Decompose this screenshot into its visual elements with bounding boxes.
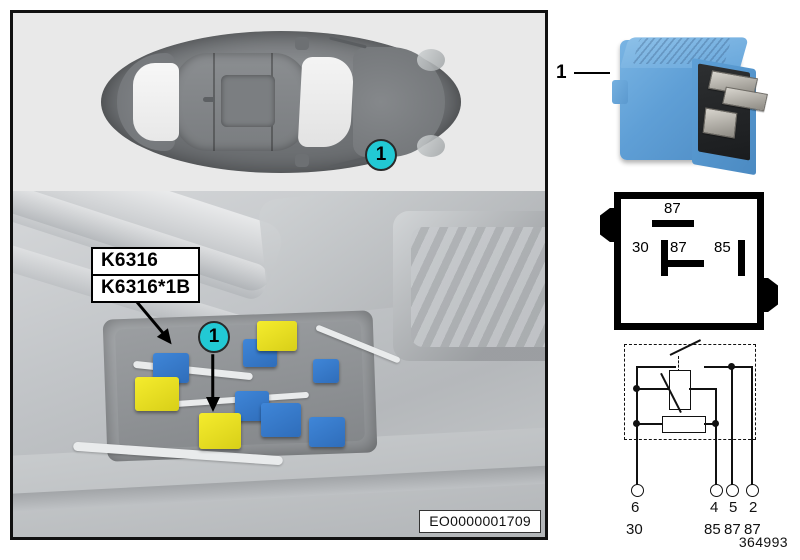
- resistor-icon: [662, 416, 706, 433]
- door-handle: [203, 97, 215, 102]
- relay-blade-terminal: [702, 107, 738, 139]
- vehicle-top-view-photo: 1: [13, 13, 545, 191]
- relay-module-yellow: [135, 377, 179, 411]
- schematic-wire: [731, 366, 733, 485]
- schematic-wire: [715, 423, 717, 485]
- marker-label: 1: [375, 144, 387, 165]
- schematic-junction: [712, 420, 719, 427]
- relay-module-yellow: [257, 321, 297, 351]
- schematic-wire: [636, 366, 638, 440]
- footprint-pin-label-left: 30: [632, 239, 649, 256]
- component-label-line2: K6316*1B: [101, 277, 191, 298]
- marker-circle-icon: 1: [198, 321, 230, 353]
- schematic-pin-number: 4: [710, 499, 719, 516]
- schematic-pin-number: 2: [749, 499, 758, 516]
- engine-cover-ribs: [411, 227, 545, 347]
- relay-coil-icon: [669, 370, 691, 410]
- part-number-plate: EO0000001709: [419, 510, 541, 533]
- relay-module-blue: [309, 417, 345, 447]
- headlight: [417, 49, 445, 71]
- relay-module-blue: [313, 359, 339, 383]
- schematic-pin-number: 5: [729, 499, 738, 516]
- side-mirror-right: [295, 154, 309, 167]
- callout-marker-engine[interactable]: 1: [198, 321, 230, 353]
- schematic-terminal: [726, 484, 739, 497]
- switch-actuator-dotted: [678, 356, 679, 372]
- relay-callout-leader-line: [574, 72, 610, 74]
- schematic-wire: [751, 366, 753, 485]
- schematic-pin-number: 6: [631, 499, 640, 516]
- marker-circle-icon: 1: [365, 139, 397, 171]
- right-column: 1 87 30 87 85: [556, 0, 800, 560]
- callout-marker-vehicle[interactable]: 1: [365, 139, 397, 171]
- relay-callout-number: 1: [556, 62, 567, 83]
- photo-panel: 1 1: [10, 10, 548, 540]
- schematic-wire: [636, 423, 663, 425]
- figure-id-number: 364993: [738, 534, 788, 550]
- schematic-pin-designation: 87: [744, 521, 761, 538]
- schematic-terminal: [631, 484, 644, 497]
- relay-circuit-schematic: 6 4 5 2 30 85 87 87: [614, 339, 766, 538]
- schematic-wire: [636, 366, 676, 368]
- rear-windshield: [133, 63, 179, 141]
- schematic-pin-designation: 87: [724, 521, 741, 538]
- footprint-pin-bar-left: [661, 240, 668, 276]
- footprint-pin-bar-right: [738, 240, 745, 276]
- footprint-pin-bar-top: [652, 220, 694, 227]
- relay-mounting-tab: [612, 80, 628, 104]
- marker-leader-arrow-head: [206, 397, 220, 412]
- marker-leader-line: [211, 354, 215, 401]
- schematic-junction: [633, 385, 640, 392]
- relay-product-photo: [606, 24, 768, 179]
- marker-label: 1: [208, 326, 220, 347]
- engine-bay-photo: 1 EO0000001709: [13, 191, 545, 537]
- roof-seam: [213, 53, 215, 151]
- schematic-pin-designation: 85: [704, 521, 721, 538]
- footprint-pin-label-center: 87: [670, 239, 687, 256]
- schematic-terminal: [710, 484, 723, 497]
- relay-module-yellow-target: [199, 413, 241, 449]
- car-sunroof: [221, 75, 275, 127]
- schematic-wire: [689, 388, 717, 390]
- schematic-wire: [715, 388, 717, 424]
- side-mirror-left: [295, 37, 309, 50]
- footprint-notch-right: [762, 278, 778, 312]
- relay-module-blue: [261, 403, 301, 437]
- schematic-wire: [636, 423, 638, 485]
- footprint-pin-label-right: 85: [714, 239, 731, 256]
- headlight: [417, 135, 445, 157]
- schematic-pin-designation: 30: [626, 521, 643, 538]
- front-windshield: [297, 57, 355, 147]
- schematic-junction: [633, 420, 640, 427]
- footprint-pin-bar-center: [664, 260, 704, 267]
- schematic-wire: [704, 423, 717, 425]
- relay-printed-marking: [632, 38, 732, 64]
- schematic-wire: [636, 388, 670, 390]
- schematic-junction: [728, 363, 735, 370]
- footprint-notch-left: [600, 208, 616, 242]
- component-label-line1: K6316: [93, 249, 199, 276]
- schematic-terminal: [746, 484, 759, 497]
- component-designation-box: K6316 K6316*1B: [91, 247, 201, 303]
- footprint-pin-label-top: 87: [664, 200, 681, 217]
